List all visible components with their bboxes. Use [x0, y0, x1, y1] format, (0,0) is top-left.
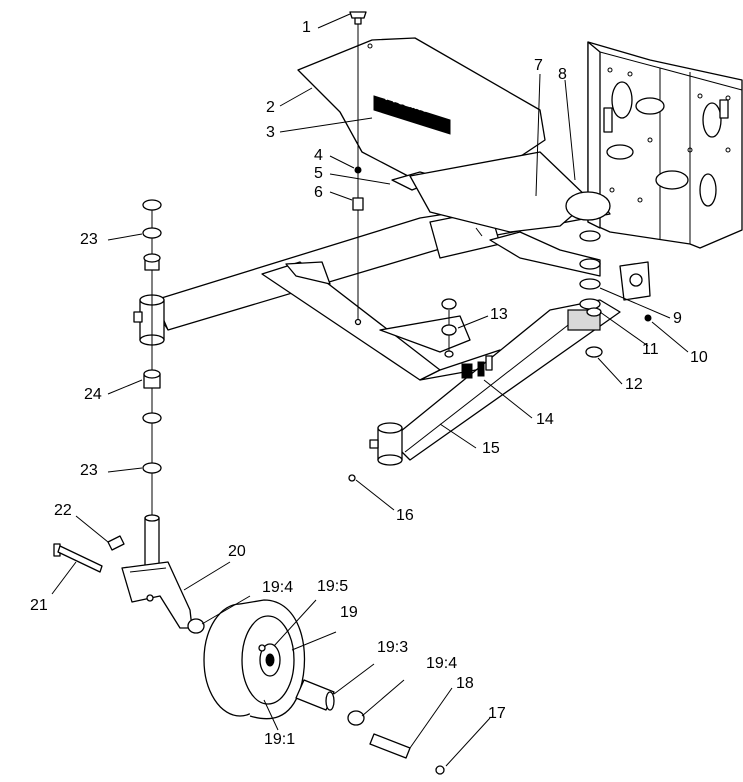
callout-14: 14 — [536, 411, 554, 428]
callout-18: 18 — [456, 675, 474, 692]
bolt-assembly — [349, 11, 367, 326]
callout-19: 19 — [340, 604, 358, 621]
left-pivot-tube — [133, 294, 165, 346]
callout-11: 11 — [642, 341, 659, 358]
pivot-arm — [369, 299, 621, 466]
callout-3: 3 — [266, 124, 275, 141]
callout-20: 20 — [228, 543, 246, 560]
callout-23b: 23 — [80, 462, 98, 479]
spacer-19-3 — [295, 679, 335, 711]
callout-13: 13 — [490, 306, 508, 323]
callout-19-5: 19:5 — [317, 578, 349, 595]
bearing-19-4-left — [187, 618, 205, 634]
callout-6: 6 — [314, 184, 323, 201]
callout-19-4b: 19:4 — [426, 655, 458, 672]
callout-7: 7 — [534, 57, 543, 74]
bolt-10 — [644, 314, 652, 322]
caster-stack — [142, 199, 162, 520]
callout-19-1: 19:1 — [264, 731, 296, 748]
bracket-plate — [409, 151, 611, 233]
callout-19-4a: 19:4 — [262, 579, 294, 596]
callout-22: 22 — [54, 502, 72, 519]
nut-17 — [435, 765, 445, 775]
bearing-19-4-right — [347, 710, 365, 726]
axle-bolt-21 — [53, 543, 103, 573]
callout-10: 10 — [690, 349, 708, 366]
wheel — [203, 599, 306, 720]
callout-24: 24 — [84, 386, 102, 403]
leader-lines — [51, 13, 689, 767]
callout-12: 12 — [625, 376, 643, 393]
callout-2: 2 — [266, 99, 275, 116]
callout-5: 5 — [314, 165, 323, 182]
callout-15: 15 — [482, 440, 500, 457]
callout-4: 4 — [314, 147, 323, 164]
pivot-washer-stack — [579, 230, 651, 317]
ring-12 — [585, 346, 603, 358]
callout-9: 9 — [673, 310, 682, 327]
nut-16 — [348, 474, 356, 482]
callout-17: 17 — [488, 705, 506, 722]
callout-23a: 23 — [80, 231, 98, 248]
callout-16: 16 — [396, 507, 414, 524]
callout-21: 21 — [30, 597, 48, 614]
main-frame — [587, 41, 743, 249]
spacer-18 — [369, 733, 411, 759]
caster-fork — [121, 514, 193, 629]
callout-19-3: 19:3 — [377, 639, 409, 656]
callout-8: 8 — [558, 66, 567, 83]
washers-13 — [441, 298, 457, 358]
clip-22 — [107, 535, 125, 551]
callout-1: 1 — [302, 19, 311, 36]
